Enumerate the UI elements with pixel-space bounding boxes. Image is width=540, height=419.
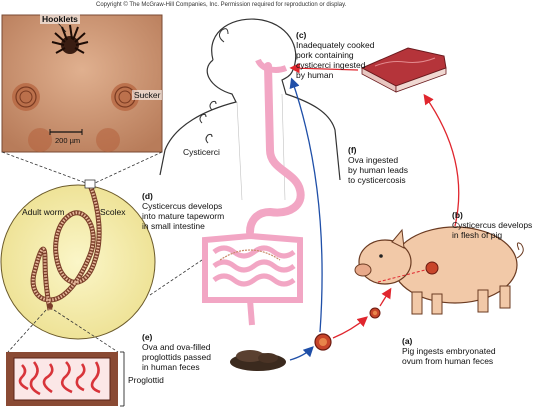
hooklets-label: Hooklets bbox=[40, 14, 80, 24]
step-d-label: (d) Cysticercus develops into mature tap… bbox=[142, 181, 224, 231]
step-a-text: Pig ingests embryonated ovum from human … bbox=[402, 346, 496, 366]
scolex-label: Scolex bbox=[100, 207, 126, 217]
step-c-label: (c) Inadequately cooked pork containing … bbox=[296, 20, 374, 80]
step-b-label: (b) Cysticercus develops in flesh of pig bbox=[452, 200, 532, 240]
feces-icon bbox=[230, 350, 286, 371]
cysticerci-icon bbox=[199, 100, 217, 144]
step-f-text: Ova ingested by human leads to cysticerc… bbox=[348, 155, 409, 185]
step-c-letter: (c) bbox=[296, 30, 307, 40]
step-f-letter: (f) bbox=[348, 145, 357, 155]
step-e-label: (e) Ova and ova-filled proglottids passe… bbox=[142, 322, 211, 372]
hooklets-icon bbox=[51, 24, 89, 54]
step-e-letter: (e) bbox=[142, 332, 153, 342]
adult-worm-panel bbox=[0, 179, 156, 340]
ovum-icon bbox=[314, 307, 381, 351]
scale-bar-label: 200 µm bbox=[55, 136, 81, 145]
pork-meat-icon bbox=[360, 47, 447, 93]
scolex-micrograph bbox=[1, 14, 163, 153]
step-e-text: Ova and ova-filled proglottids passed in… bbox=[142, 342, 211, 372]
step-d-letter: (d) bbox=[142, 191, 153, 201]
human-figure bbox=[159, 18, 341, 326]
sucker-label: Sucker bbox=[132, 90, 163, 100]
proglottid-icon bbox=[6, 351, 125, 407]
step-f-label: (f) Ova ingested by human leads to cysti… bbox=[348, 135, 408, 185]
step-a-letter: (a) bbox=[402, 336, 413, 346]
pig-icon bbox=[354, 226, 524, 315]
cysticerci-label: Cysticerci bbox=[183, 147, 220, 157]
copyright-notice: Copyright © The McGraw-Hill Companies, I… bbox=[96, 2, 347, 8]
small-intestine-icon bbox=[202, 232, 303, 326]
step-b-text: Cysticercus develops in flesh of pig bbox=[452, 220, 533, 240]
adult-worm-label: Adult worm bbox=[22, 207, 65, 217]
step-c-text: Inadequately cooked pork containing cyst… bbox=[296, 40, 375, 80]
step-a-label: (a) Pig ingests embryonated ovum from hu… bbox=[402, 326, 496, 366]
proglottid-label: Proglottid bbox=[128, 375, 164, 385]
step-d-text: Cysticercus develops into mature tapewor… bbox=[142, 201, 225, 231]
step-b-letter: (b) bbox=[452, 210, 463, 220]
